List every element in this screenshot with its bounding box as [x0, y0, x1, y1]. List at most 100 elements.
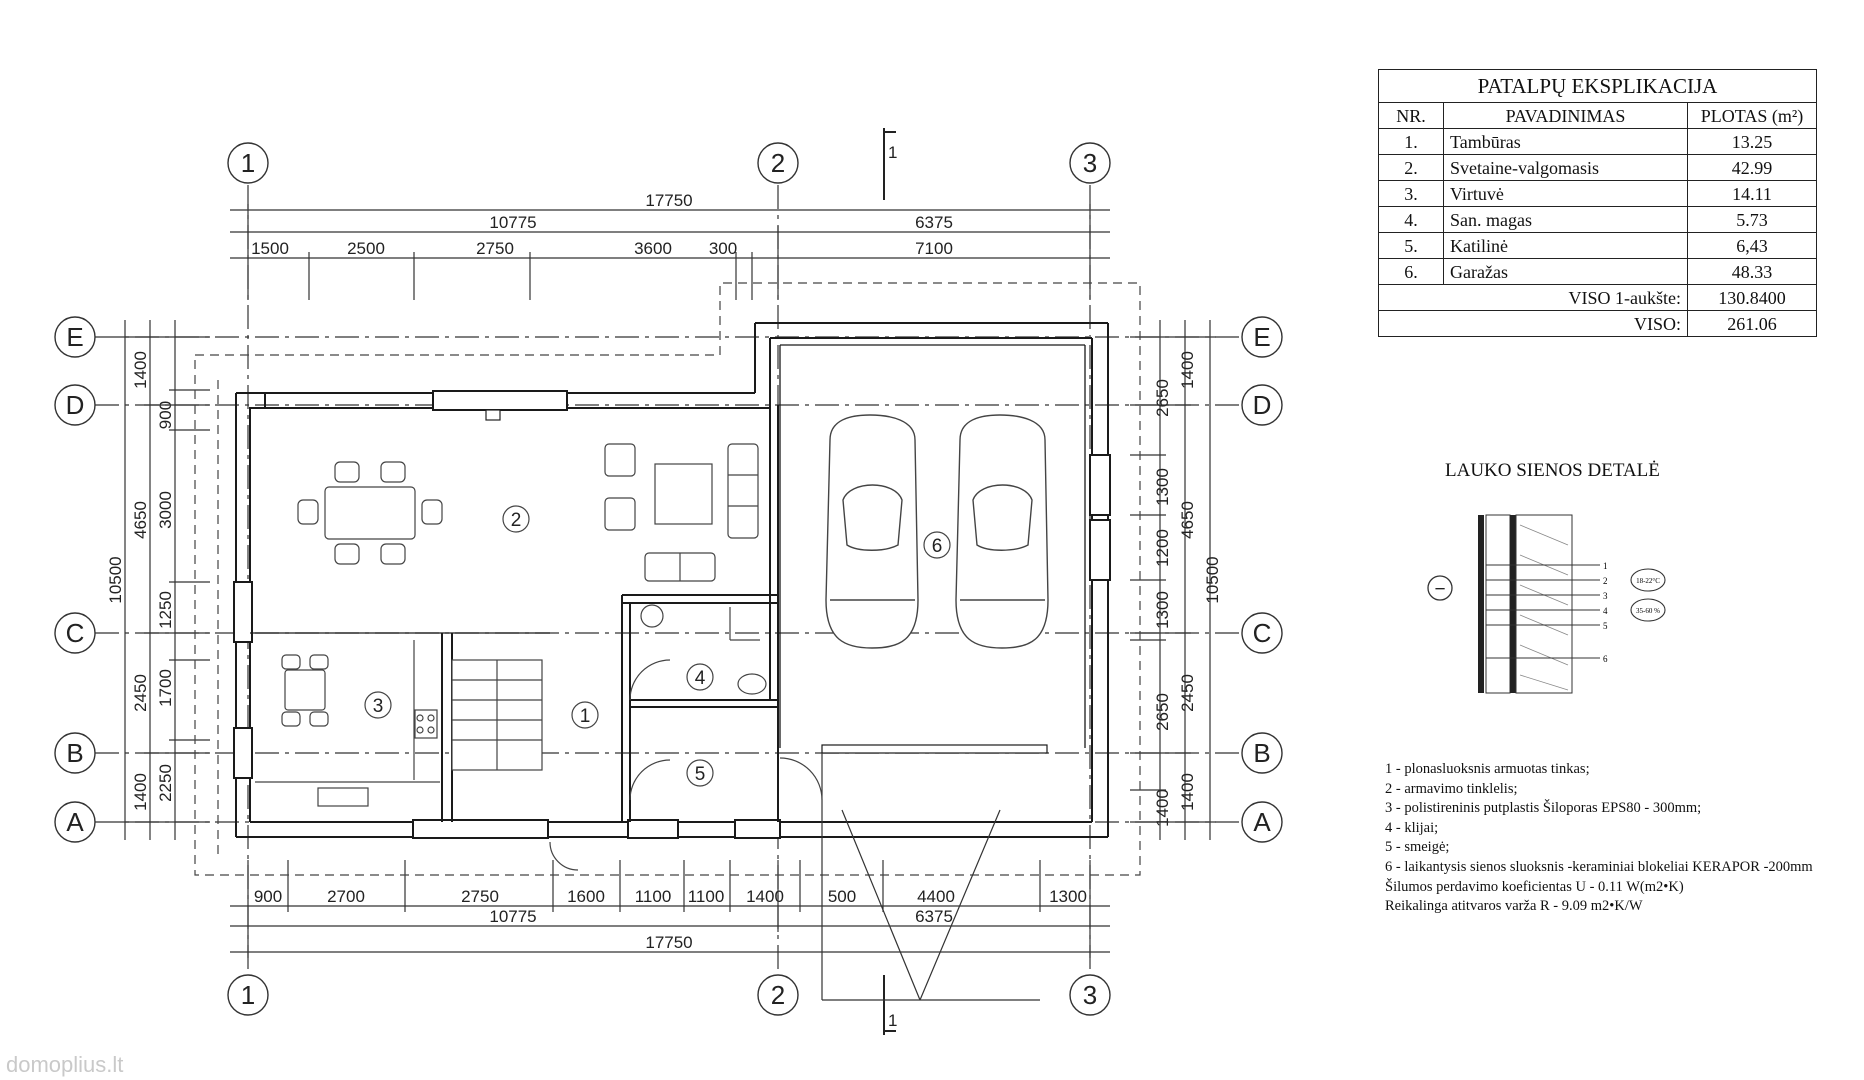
- dim-bottom-part-8: 500: [828, 887, 856, 906]
- table-title-row: PATALPŲ EKSPLIKACIJA: [1378, 69, 1817, 103]
- dim-right-inner-1: 2650: [1153, 379, 1172, 417]
- axis-bubble-col-3-bottom: [1069, 974, 1111, 1016]
- table-row: 3. Virtuvė 14.11: [1378, 180, 1817, 207]
- bottom-dimensions: 900 2700 2750 1600 1100 1100 1400 500 44…: [230, 860, 1110, 958]
- dim-right-mid-3: 2450: [1178, 674, 1197, 712]
- dim-bottom-part-3: 2750: [461, 887, 499, 906]
- row-area: 5.73: [1687, 206, 1817, 233]
- note-line: 4 - klijai;: [1385, 819, 1439, 836]
- axis-label-row-E-right: E: [1253, 322, 1270, 352]
- detail-layer-5: 5: [1603, 621, 1608, 631]
- dim-left-mid-2: 2450: [131, 674, 150, 712]
- row-name: Virtuvė: [1443, 180, 1688, 207]
- detail-temperature: 18-22°C: [1636, 577, 1660, 585]
- table-header-row: NR. PAVADINIMAS PLOTAS (m²): [1378, 102, 1817, 129]
- row-name: Svetaine-valgomasis: [1443, 154, 1688, 181]
- dim-top-total: 17750: [645, 191, 692, 210]
- room-number-2: 2: [511, 510, 522, 531]
- detail-layer-6: 6: [1603, 654, 1608, 664]
- axis-bubble-row-E-right: [1241, 316, 1283, 358]
- dim-top-part-3: 2750: [476, 239, 514, 258]
- axis-bubble-col-2-top: [757, 142, 799, 184]
- dim-left-inner-4: 1250: [156, 591, 175, 629]
- axis-bubble-row-E-left: [54, 316, 96, 358]
- axis-label-col-2-top: 2: [771, 148, 785, 178]
- dim-left-inner-2: 900: [156, 401, 175, 429]
- room-number-1: 1: [580, 706, 591, 727]
- detail-layer-1: 1: [1603, 561, 1608, 571]
- dim-bottom-part-7: 1400: [746, 887, 784, 906]
- dim-right-inner-6: 1400: [1153, 789, 1172, 827]
- dim-right-inner-5: 2650: [1153, 693, 1172, 731]
- row-area: 6,43: [1687, 232, 1817, 259]
- axis-label-col-1-top: 1: [241, 148, 255, 178]
- section-mark-bottom: 1: [883, 975, 897, 1035]
- dim-bottom-part-1: 900: [254, 887, 282, 906]
- header-name: PAVADINIMAS: [1443, 102, 1688, 129]
- dim-bottom-part-5: 1100: [635, 887, 672, 906]
- axis-bubble-row-D-left: [54, 384, 96, 426]
- right-dimensions: 2650 1300 1200 1300 2650 1400 1400 4650 …: [1130, 320, 1222, 840]
- dim-bottom-part-6: 1100: [688, 887, 725, 906]
- header-area: PLOTAS (m²): [1687, 102, 1817, 129]
- axis-bubble-row-D-right: [1241, 384, 1283, 426]
- dim-left-inner-5: 1700: [156, 669, 175, 707]
- note-line: Reikalinga atitvaros varža R - 9.09 m2•K…: [1385, 898, 1643, 915]
- axis-label-row-E-left: E: [66, 322, 83, 352]
- axis-label-col-1-bottom: 1: [241, 980, 255, 1010]
- dim-right-inner-4: 1300: [1153, 591, 1172, 629]
- axis-bubble-row-C-left: [54, 612, 96, 654]
- table-title: PATALPŲ EKSPLIKACIJA: [1378, 69, 1817, 103]
- section-mark-bottom-label: 1: [888, 1011, 897, 1030]
- axis-label-col-3-top: 3: [1083, 148, 1097, 178]
- row-name: Katilinė: [1443, 232, 1688, 259]
- car-right-icon: [955, 414, 1049, 649]
- dim-bottom-part-4: 1600: [567, 887, 605, 906]
- left-dimensions: 10500 4650 2450 1400 900 3000 1250 1700 …: [106, 320, 210, 840]
- room-number-5: 5: [695, 764, 706, 785]
- material-notes: 1 - plonasluoksnis armuotas tinkas; 2 - …: [1385, 760, 1855, 917]
- room-numbers: 2 3 1 4 5 6: [364, 505, 951, 787]
- dim-top-part-2: 2500: [347, 239, 385, 258]
- row-nr: 4.: [1378, 206, 1444, 233]
- row-nr: 1.: [1378, 128, 1444, 155]
- dim-right-outer: 10500: [1203, 556, 1222, 603]
- dim-left-inner-6: 2250: [156, 764, 175, 802]
- axis-bubbles: 1 2 3 1 2 3 E D C B A E D C B A: [54, 142, 1283, 1016]
- dim-bottom-total: 17750: [645, 933, 692, 952]
- table-total-row: VISO: 261.06: [1378, 310, 1817, 337]
- dim-right-inner-2: 1300: [1153, 468, 1172, 506]
- dim-bottom-part-10: 1300: [1049, 887, 1087, 906]
- dim-bottom-part-2: 2700: [327, 887, 365, 906]
- row-nr: 5.: [1378, 232, 1444, 259]
- table-row: 1. Tambūras 13.25: [1378, 128, 1817, 155]
- axis-label-col-2-bottom: 2: [771, 980, 785, 1010]
- note-line: Šilumos perdavimo koeficientas U - 0.11 …: [1385, 878, 1684, 895]
- wall-detail-title: LAUKO SIENOS DETALĖ: [1445, 460, 1660, 481]
- walls: [233, 322, 1111, 839]
- note-line: 5 - smeigė;: [1385, 839, 1450, 856]
- dim-bottom-mid-2: 6375: [915, 907, 953, 926]
- total-label: VISO:: [1378, 310, 1688, 337]
- driveway: [821, 753, 1040, 1001]
- row-area: 48.33: [1687, 258, 1817, 285]
- axis-label-row-C-right: C: [1253, 618, 1272, 648]
- dim-left-inner-3: 3000: [156, 491, 175, 529]
- dim-right-inner-3: 1200: [1153, 529, 1172, 567]
- dim-bottom-mid-1: 10775: [489, 907, 536, 926]
- wall-detail-drawing: − 1 2 3 4 5 6 18-22°C 35-60 %: [1427, 514, 1666, 694]
- axis-label-row-A-right: A: [1253, 807, 1271, 837]
- axis-bubble-row-B-right: [1241, 732, 1283, 774]
- axis-bubble-col-3-top: [1069, 142, 1111, 184]
- dim-left-inner-1: 1400: [131, 351, 150, 389]
- row-nr: 2.: [1378, 154, 1444, 181]
- row-name: San. magas: [1443, 206, 1688, 233]
- top-dimensions: 17750 10775 6375 1500 2500 2750 3600 300…: [230, 191, 1110, 300]
- dim-left-outer: 10500: [106, 556, 125, 603]
- detail-layer-4: 4: [1603, 606, 1608, 616]
- axis-bubble-row-A-left: [54, 801, 96, 843]
- dim-left-inner-7: 1400: [131, 773, 150, 811]
- header-nr: NR.: [1378, 102, 1444, 129]
- note-line: 3 - polistireninis putplastis Šiloporas …: [1385, 800, 1702, 817]
